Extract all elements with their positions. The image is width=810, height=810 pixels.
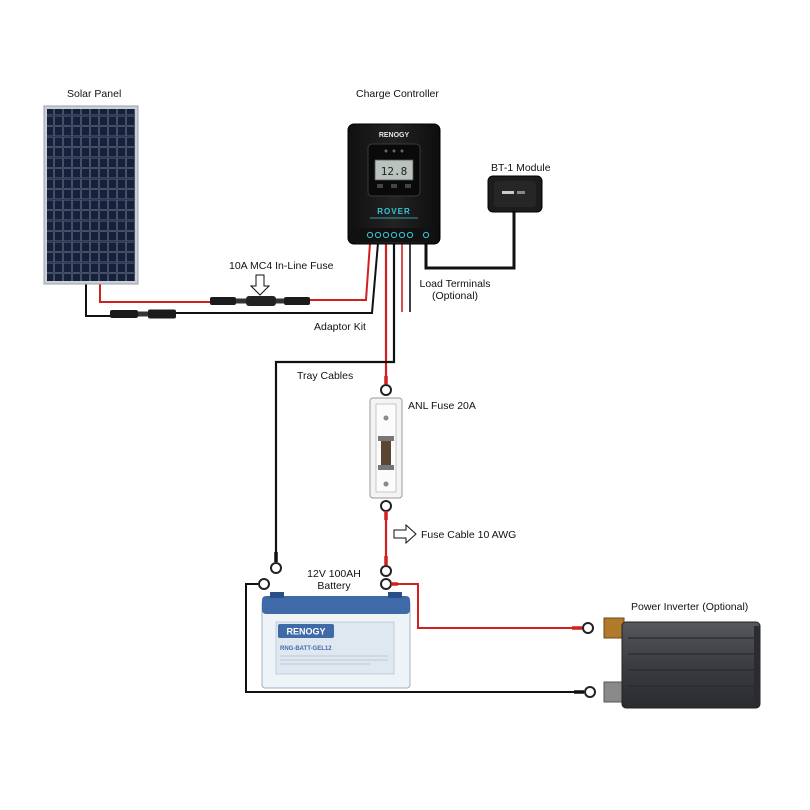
- adaptor-to-controller-wire: [176, 242, 379, 314]
- ring-terminal-top-anl: [380, 376, 392, 396]
- fuse-down-arrow-icon: [249, 274, 271, 296]
- ring-terminal-battery-negative-inverter: [258, 578, 270, 590]
- charge-controller: RENOGY 12.8 ROVER: [347, 123, 441, 245]
- mc4-inline-fuse: [210, 296, 310, 306]
- battery: RENOGY RNG-BATT-GEL12: [261, 592, 411, 689]
- battery-label: 12V 100AH Battery: [307, 568, 361, 592]
- load-terminals-line1: Load Terminals: [419, 278, 491, 290]
- controller-brand: RENOGY: [379, 132, 410, 139]
- solar-panel: [43, 105, 139, 285]
- inline-fuse-label: 10A MC4 In-Line Fuse: [229, 260, 334, 272]
- battery-brand: RENOGY: [286, 627, 325, 637]
- bt-module-label: BT-1 Module: [491, 162, 551, 174]
- inverter-negative-wire: [245, 583, 582, 693]
- wires: [85, 212, 582, 693]
- panel-positive-wire: [99, 284, 212, 303]
- fuse-cable-arrow-icon: [393, 523, 417, 545]
- ring-terminal-battery-negative-tray: [270, 552, 282, 574]
- ring-terminal-inverter-negative: [574, 686, 596, 698]
- charge-controller-label: Charge Controller: [356, 88, 439, 100]
- mc4-adaptor-kit: [110, 309, 176, 319]
- bt-1-module: [487, 175, 543, 213]
- ring-terminals: [258, 376, 596, 698]
- battery-model: RNG-BATT-GEL12: [280, 646, 332, 652]
- solar-panel-label: Solar Panel: [67, 88, 122, 100]
- battery-label-line2: Battery: [317, 580, 351, 592]
- battery-negative-tray-cable: [274, 243, 396, 556]
- power-inverter-label: Power Inverter (Optional): [631, 601, 749, 613]
- controller-display: 12.8: [381, 165, 408, 178]
- fuse-to-controller-wire: [310, 242, 371, 301]
- ring-terminal-bottom-anl: [380, 500, 392, 520]
- ring-terminal-battery-positive: [380, 556, 392, 577]
- ring-terminal-battery-positive-inverter: [380, 578, 398, 590]
- ring-terminal-inverter-positive: [572, 622, 594, 634]
- anl-fuse: [369, 397, 403, 499]
- anl-fuse-label: ANL Fuse 20A: [408, 400, 476, 412]
- load-terminals-label: Load Terminals (Optional): [419, 278, 490, 302]
- bt-module-cable: [424, 212, 516, 270]
- load-terminals-line2: (Optional): [431, 290, 479, 302]
- adaptor-kit-label: Adaptor Kit: [314, 321, 366, 333]
- controller-model: ROVER: [377, 207, 410, 216]
- inverter-positive-wire: [396, 583, 578, 629]
- power-inverter: [603, 617, 761, 709]
- battery-label-line1: 12V 100AH: [307, 568, 361, 580]
- panel-negative-wire: [85, 284, 112, 317]
- fuse-cable-label: Fuse Cable 10 AWG: [421, 529, 517, 541]
- tray-cables-label: Tray Cables: [297, 370, 354, 382]
